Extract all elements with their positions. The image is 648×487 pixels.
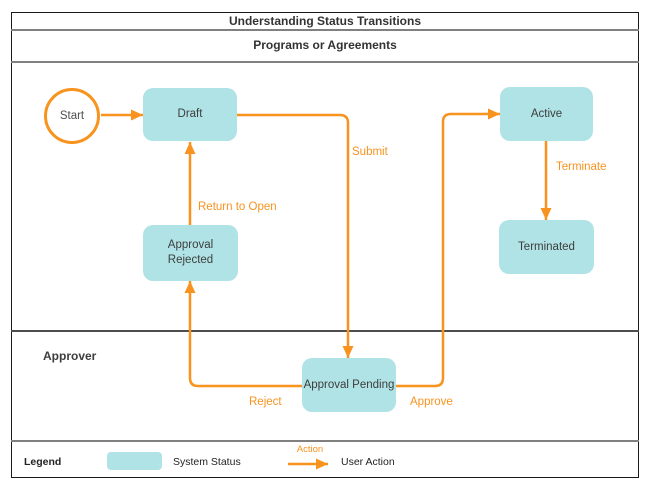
title-separator [11, 29, 639, 31]
node-approval-rejected: Approval Rejected [143, 225, 238, 281]
edge-label-reject: Reject [249, 396, 282, 408]
node-active: Active [500, 87, 593, 141]
node-active-label: Active [530, 107, 563, 120]
node-approval-rejected-label: Approval Rejected [167, 239, 214, 266]
lane-title-programs: Programs or Agreements [253, 38, 397, 52]
edge-label-submit: Submit [352, 146, 388, 158]
node-terminated-label: Terminated [518, 240, 575, 253]
node-approval-pending: Approval Pending [302, 358, 396, 412]
node-start-label: Start [59, 110, 85, 122]
edge-label-terminate: Terminate [556, 161, 607, 173]
legend-separator [11, 440, 639, 442]
legend-system-status-swatch [107, 452, 162, 470]
node-approval-pending-label: Approval Pending [303, 378, 395, 391]
legend-action-label: Action [296, 444, 324, 455]
legend-system-status-label: System Status [173, 456, 241, 468]
node-draft: Draft [143, 88, 237, 141]
legend-user-action-label: User Action [341, 456, 395, 468]
approver-lane-separator [11, 330, 639, 332]
lane-label-approver: Approver [43, 349, 97, 363]
diagram-title: Understanding Status Transitions [228, 14, 422, 28]
node-terminated: Terminated [499, 220, 594, 274]
edge-label-approve: Approve [410, 396, 453, 408]
edge-label-return-to-open: Return to Open [198, 201, 277, 213]
node-start: Start [44, 88, 100, 144]
subtitle-separator [11, 61, 639, 63]
legend-title: Legend [24, 456, 62, 468]
node-draft-label: Draft [177, 108, 203, 121]
